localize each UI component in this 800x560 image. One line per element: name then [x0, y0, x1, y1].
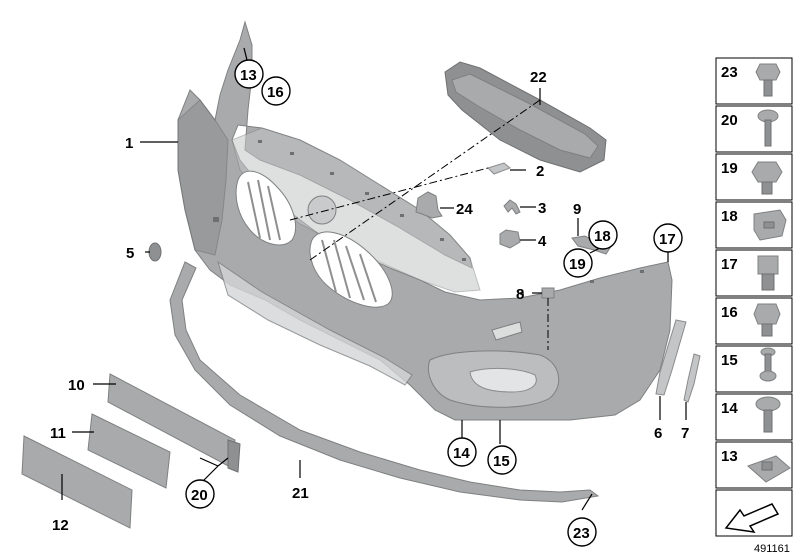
callout-circles [185, 59, 683, 547]
bracket-part-9 [571, 235, 611, 255]
flange-screw-icon [755, 63, 781, 97]
callout-10: 10 [68, 377, 85, 394]
strip-part-7 [683, 353, 701, 403]
document-number: 491161 [754, 543, 790, 555]
fastener-label-20: 20 [721, 112, 738, 129]
fastener-label-19: 19 [721, 160, 738, 177]
callout-1: 1 [125, 135, 133, 152]
nut-clip-part-4 [499, 229, 521, 249]
callout-21: 21 [292, 485, 309, 502]
expanding-rivet-icon [757, 255, 779, 291]
callout-16: 16 [267, 84, 284, 101]
callout-5: 5 [126, 245, 134, 262]
callout-20: 20 [191, 487, 208, 504]
callout-17: 17 [659, 231, 676, 248]
callout-6: 6 [654, 425, 662, 442]
assembly-lines [289, 99, 549, 350]
clip-nut-icon [753, 209, 787, 241]
fastener-panel: 23 20 19 18 17 16 15 14 13 [715, 57, 793, 537]
collar-nut-icon [751, 161, 783, 195]
callout-15: 15 [493, 453, 510, 470]
direction-arrow-icon [724, 503, 780, 533]
fastener-label-18: 18 [721, 208, 738, 225]
screw-icon [759, 347, 777, 382]
callout-11: 11 [50, 425, 66, 442]
strip-part-6 [655, 319, 687, 396]
callout-8: 8 [516, 286, 524, 303]
upper-support-part [444, 61, 607, 173]
callout-14: 14 [453, 445, 470, 462]
callout-2: 2 [536, 163, 544, 180]
nut-part-8 [541, 287, 555, 299]
pan-screw-icon [757, 109, 779, 147]
fastener-label-16: 16 [721, 304, 738, 321]
callout-22: 22 [530, 69, 547, 86]
callout-3: 3 [538, 200, 546, 217]
callout-13: 13 [240, 67, 257, 84]
callout-24: 24 [456, 201, 473, 218]
cover-cap-part [487, 162, 511, 175]
clip-part-3 [503, 199, 521, 215]
plate-base-part-11 [87, 413, 171, 489]
callout-12: 12 [52, 517, 69, 534]
plate-base-bracket [227, 439, 241, 473]
callout-18: 18 [594, 228, 611, 245]
fastener-label-14: 14 [721, 400, 738, 417]
callout-7: 7 [681, 425, 689, 442]
plate-base-part-12 [21, 435, 133, 529]
fastener-label-23: 23 [721, 64, 738, 81]
callout-labels: 1 2 3 4 5 6 7 8 9 10 11 12 13 14 15 16 1… [50, 67, 689, 542]
washer-screw-icon [755, 396, 781, 433]
speed-nut-icon [747, 455, 791, 483]
callout-19: 19 [569, 256, 586, 273]
callout-4: 4 [538, 233, 547, 250]
callout-23: 23 [573, 525, 590, 542]
bracket-part-24 [415, 191, 443, 219]
fastener-label-17: 17 [721, 256, 738, 273]
fastener-label-15: 15 [721, 352, 738, 369]
spoiler-lip-part-21 [169, 261, 600, 503]
callout-9: 9 [573, 201, 581, 218]
plug-part-5 [148, 242, 162, 262]
flange-nut-icon [753, 303, 781, 337]
fastener-label-13: 13 [721, 448, 738, 465]
